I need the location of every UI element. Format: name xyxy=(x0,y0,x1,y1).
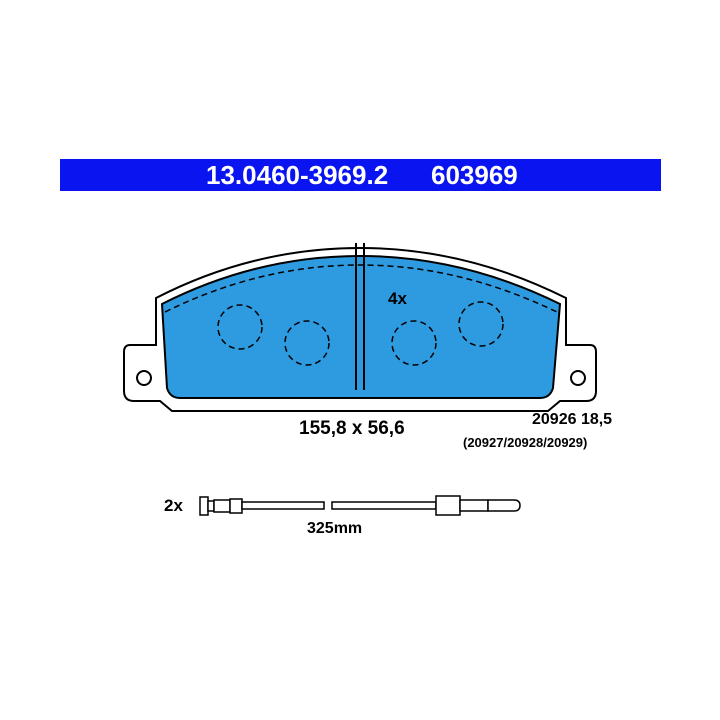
wear-indicator-code: 20926 18,5 xyxy=(532,411,613,428)
friction-pad xyxy=(160,254,562,399)
reference-number: 603969 xyxy=(431,160,518,190)
wear-sensor xyxy=(199,495,521,516)
mounting-hole-left xyxy=(136,370,152,386)
piston-circle xyxy=(284,320,330,366)
pad-quantity: 4x xyxy=(388,289,407,308)
sensor-quantity: 2x xyxy=(164,496,183,515)
sensor-length: 325mm xyxy=(307,520,363,537)
mounting-hole-right xyxy=(570,370,586,386)
piston-circle xyxy=(458,301,504,347)
part-number: 13.0460-3969.2 xyxy=(206,160,389,190)
piston-circle xyxy=(391,320,437,366)
pad-dimensions: 155,8 x 56,6 xyxy=(299,418,405,439)
alternate-codes: (20927/20928/20929) xyxy=(463,435,588,450)
piston-circle xyxy=(217,304,263,350)
wear-edge-line xyxy=(164,264,558,313)
title-banner: 13.0460-3969.2 603969 xyxy=(60,159,661,191)
